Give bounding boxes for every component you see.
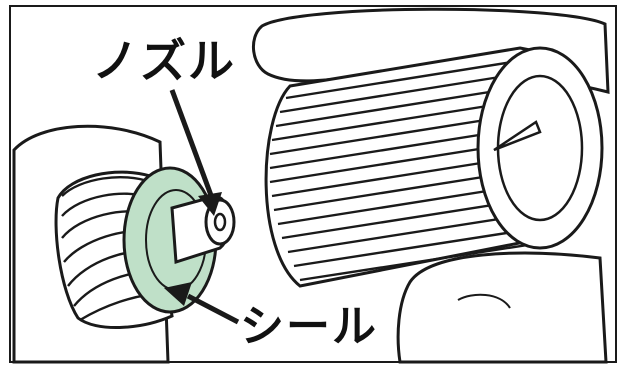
finger-shape [398,253,606,362]
cap-body [266,48,602,286]
nozzle-tip [172,196,234,262]
nozzle-label: ノズル [92,38,236,84]
seal-label: シール [240,305,378,349]
cap-inner-ring [498,76,582,220]
